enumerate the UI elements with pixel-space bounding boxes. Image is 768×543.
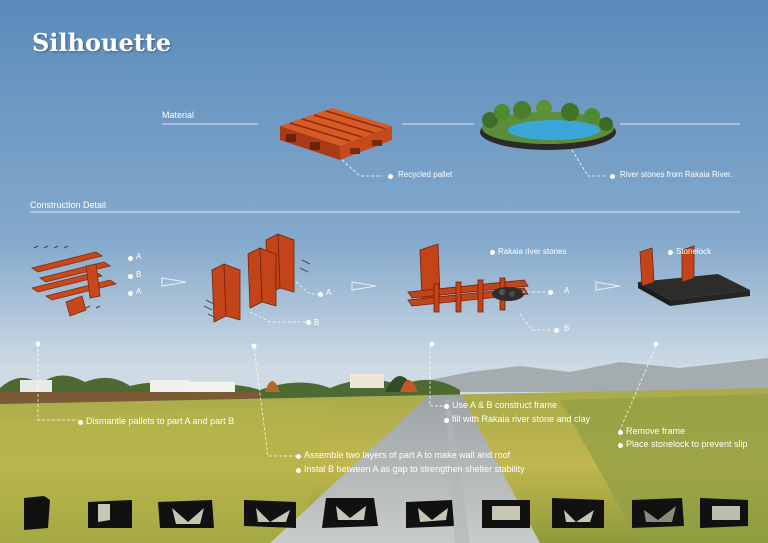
poster-title: Silhouette — [32, 28, 172, 57]
silhouette-7 — [482, 500, 530, 528]
silhouette-9 — [632, 498, 684, 528]
silhouette-3 — [158, 500, 214, 528]
step3-label-a: A — [564, 286, 570, 295]
silhouette-6 — [406, 500, 454, 528]
step4-stonelock-label: Stonelock — [676, 247, 712, 256]
step1-label-a-top: A — [136, 252, 142, 261]
rakaia-marker — [490, 250, 495, 255]
step1-dismantled-pallet — [31, 245, 117, 317]
step1-caption: Dismantle pallets to part A and part B — [86, 416, 235, 426]
step3-caption-line1: Use A & B construct frame — [452, 400, 558, 410]
pallet-marker — [388, 174, 393, 179]
silhouette-8 — [552, 498, 604, 528]
step3-caption-marker — [444, 404, 449, 409]
step4-caption-line1: Remove frame — [626, 426, 686, 436]
step1-b-marker — [128, 274, 133, 279]
river-stones-illustration — [480, 100, 616, 150]
step2-caption-line1: Assemble two layers of part A to make wa… — [304, 450, 511, 460]
step3-caption-marker-2 — [444, 418, 449, 423]
step4-stonelock — [638, 245, 750, 306]
step4-caption-marker — [618, 430, 623, 435]
step3-rakaia-label: Rakaia river stones — [498, 247, 567, 256]
material-heading: Material — [162, 110, 195, 120]
step3-a-marker — [548, 290, 553, 295]
step4-caption-marker-2 — [618, 443, 623, 448]
step2-a-marker — [318, 292, 323, 297]
step4-caption-line2: Place stonelock to prevent slip — [626, 439, 748, 449]
step2-wall-roof-layers — [203, 233, 311, 323]
pallet-caption: Recycled pallet — [398, 170, 453, 179]
step1-label-b: B — [136, 270, 142, 279]
step3-b-marker — [554, 328, 559, 333]
stones-marker — [610, 174, 615, 179]
step3-caption-line2: fill with Rakaia river stone and clay — [452, 414, 591, 424]
step3-frame-with-stones — [407, 243, 529, 313]
step2-caption-marker — [296, 454, 301, 459]
silhouette-2 — [88, 500, 132, 528]
step3-label-b: B — [564, 324, 570, 333]
step2-caption-line2: Instal B between A as gap to strengthen … — [304, 464, 525, 474]
step1-label-a-bottom: A — [136, 287, 142, 296]
silhouette-10 — [700, 498, 748, 528]
silhouette-4 — [244, 500, 296, 528]
step2-caption-marker-2 — [296, 468, 301, 473]
step2-b-marker — [306, 320, 311, 325]
step1-caption-marker — [78, 420, 83, 425]
stonelock-marker — [668, 250, 673, 255]
pallet-illustration — [280, 108, 392, 160]
stones-caption: River stones from Rakaia River. — [620, 170, 733, 179]
step1-a-marker — [128, 256, 133, 261]
silhouette-1 — [24, 496, 50, 530]
step2-label-b: B — [314, 318, 320, 327]
step1-a2-marker — [128, 291, 133, 296]
silhouette-5 — [322, 498, 378, 528]
construction-heading: Construction Detail — [30, 200, 107, 210]
step2-label-a: A — [326, 288, 332, 297]
